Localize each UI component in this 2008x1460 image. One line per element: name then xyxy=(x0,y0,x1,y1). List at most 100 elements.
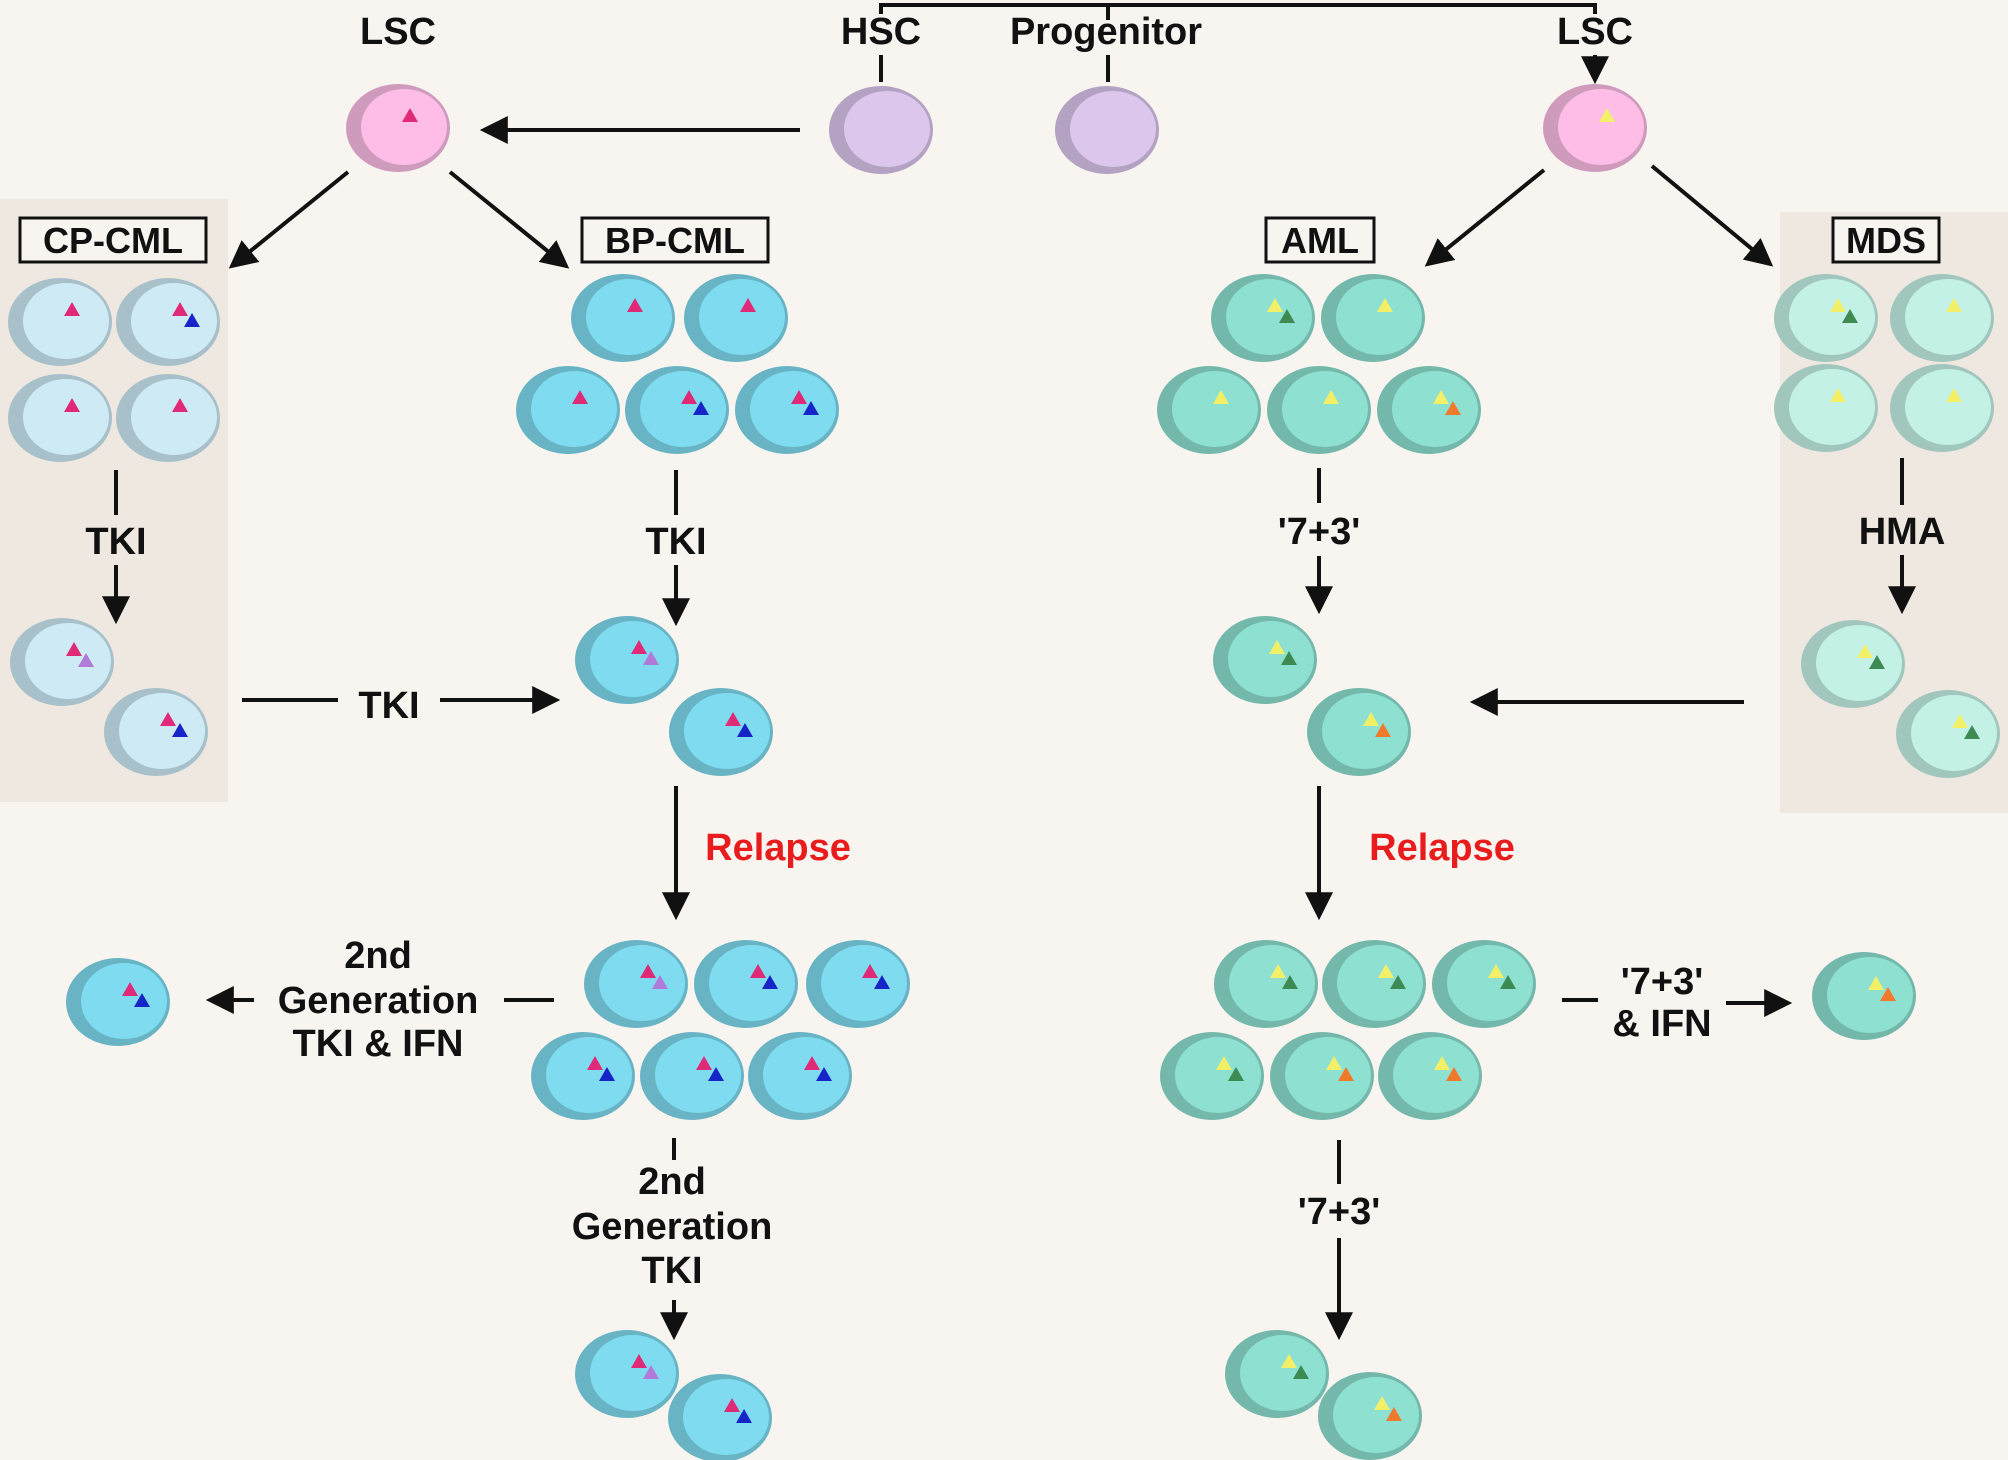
cell-body xyxy=(1285,1037,1371,1113)
mutation-marker xyxy=(134,993,150,1007)
mutation-marker xyxy=(78,653,94,667)
cell-body xyxy=(531,371,617,447)
cell-body xyxy=(23,379,109,455)
cell-body xyxy=(821,945,907,1021)
mutation-marker xyxy=(725,712,741,726)
mutation-marker xyxy=(572,390,588,404)
cp-cell xyxy=(116,374,220,462)
aml-cell xyxy=(1213,616,1317,704)
bp-cell xyxy=(640,1032,744,1120)
cell-body xyxy=(1229,945,1315,1021)
mutation-marker xyxy=(708,1067,724,1081)
cell-body xyxy=(1322,693,1408,769)
lsc-to-aml-arrow xyxy=(1424,168,1546,267)
cell-body xyxy=(590,621,676,697)
cell-body xyxy=(655,1037,741,1113)
mutation-marker xyxy=(803,401,819,415)
mutation-marker xyxy=(874,975,890,989)
mds-cell xyxy=(1896,690,2000,778)
aml-cell xyxy=(1267,366,1371,454)
gen2-ifn-line1: 2nd xyxy=(344,935,412,977)
mutation-marker xyxy=(1281,1354,1297,1368)
mutation-marker xyxy=(172,723,188,737)
norm-cell xyxy=(829,86,933,174)
hsc-label: HSC xyxy=(841,11,921,53)
cell-body xyxy=(25,623,111,699)
mutation-marker xyxy=(1228,1067,1244,1081)
mutation-marker xyxy=(640,964,656,978)
cell-body xyxy=(599,945,685,1021)
mds-label: MDS xyxy=(1846,220,1926,261)
aml-cell xyxy=(1270,1032,1374,1120)
mds-cell xyxy=(1890,274,1994,362)
bp-cell xyxy=(668,1374,772,1460)
mutation-marker xyxy=(1282,975,1298,989)
cell-body xyxy=(590,1335,676,1411)
aml-cell xyxy=(1322,940,1426,1028)
seven-three-ifn-line1: '7+3' xyxy=(1621,961,1704,1003)
cell-body xyxy=(1226,279,1312,355)
mutation-marker xyxy=(1952,714,1968,728)
mutation-marker xyxy=(1378,964,1394,978)
mutation-marker xyxy=(631,640,647,654)
mutation-marker xyxy=(643,1365,659,1379)
cell-body xyxy=(1816,625,1902,701)
aml-cell xyxy=(1432,940,1536,1028)
mutation-marker xyxy=(1868,976,1884,990)
cell-body xyxy=(1336,279,1422,355)
aml-cell xyxy=(1321,274,1425,362)
mutation-marker xyxy=(1390,975,1406,989)
bp-cell xyxy=(625,366,729,454)
mds-cell xyxy=(1774,274,1878,362)
cell-body xyxy=(1175,1037,1261,1113)
cell-layer xyxy=(8,84,2000,1460)
mutation-marker xyxy=(1946,388,1962,402)
mutation-marker xyxy=(696,1056,712,1070)
cell-body xyxy=(1911,695,1997,771)
mutation-marker xyxy=(122,982,138,996)
mutation-marker xyxy=(1279,309,1295,323)
mutation-marker xyxy=(736,1409,752,1423)
bp-cell xyxy=(584,940,688,1028)
mutation-marker xyxy=(1377,298,1393,312)
mutation-marker xyxy=(1830,298,1846,312)
mutation-marker xyxy=(1216,1056,1232,1070)
mutation-marker xyxy=(1293,1365,1309,1379)
cell-body xyxy=(131,379,217,455)
lsc-left-label: LSC xyxy=(360,11,436,53)
mutation-marker xyxy=(762,975,778,989)
bp-cell xyxy=(516,366,620,454)
cp-cell xyxy=(8,278,112,366)
gen2-tki-line1: 2nd xyxy=(638,1161,706,1203)
mutation-marker xyxy=(627,298,643,312)
mutation-marker xyxy=(804,1056,820,1070)
bp-cell xyxy=(735,366,839,454)
mutation-marker xyxy=(172,302,188,316)
cell-body xyxy=(844,91,930,167)
cell-body xyxy=(1447,945,1533,1021)
mutation-marker xyxy=(1323,390,1339,404)
cell-body xyxy=(1070,91,1156,167)
mutation-marker xyxy=(1375,723,1391,737)
cell-body xyxy=(1228,621,1314,697)
mutation-marker xyxy=(184,313,200,327)
cp-cell xyxy=(8,374,112,462)
cp-tki-label: TKI xyxy=(85,521,146,563)
mutation-marker xyxy=(693,401,709,415)
cp-cell xyxy=(10,618,114,706)
mutation-marker xyxy=(1213,390,1229,404)
mutation-marker xyxy=(862,964,878,978)
mutation-marker xyxy=(1269,640,1285,654)
mutation-marker xyxy=(172,398,188,412)
mutation-marker xyxy=(1964,725,1980,739)
cell-body xyxy=(1789,279,1875,355)
lsc-cell xyxy=(346,84,450,172)
aml-cell xyxy=(1214,940,1318,1028)
lsc-to-cp-arrow xyxy=(228,170,350,269)
mutation-marker xyxy=(1599,108,1615,122)
mutation-marker xyxy=(750,964,766,978)
mutation-marker xyxy=(1281,651,1297,665)
cell-body xyxy=(1392,371,1478,447)
cell-body xyxy=(684,693,770,769)
relapse-right-label: Relapse xyxy=(1369,827,1515,869)
